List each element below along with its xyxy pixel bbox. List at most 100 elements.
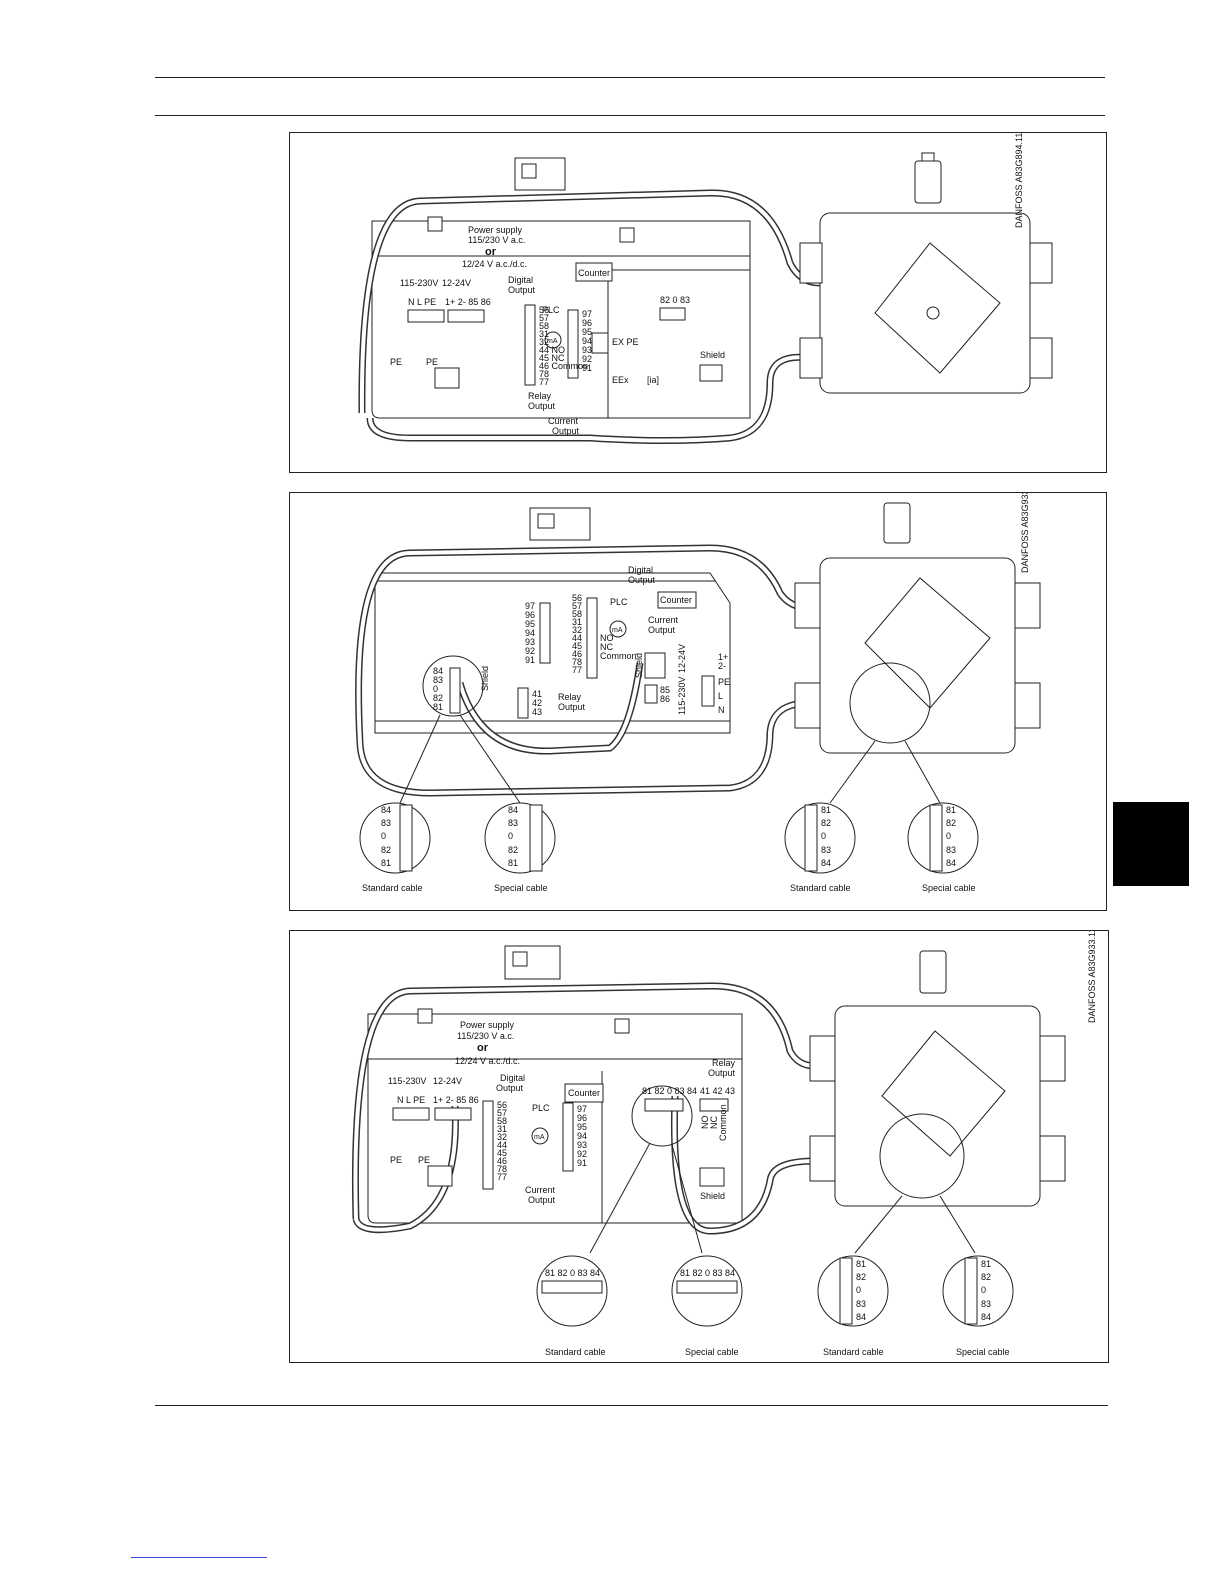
svg-text:78: 78	[572, 657, 582, 667]
cable-sensor-inner	[672, 1095, 816, 1234]
digital-output-line-2: Output	[628, 575, 656, 585]
terminal-labels-b: 56 57 58 31 32 44 45 46 78 77	[572, 593, 582, 675]
power-supply-line-4: 12/24 V a.c./d.c.	[462, 259, 527, 269]
current-output-line-1: Current	[648, 615, 679, 625]
common-label: Common	[718, 1104, 728, 1141]
svg-text:Special cable: Special cable	[494, 883, 548, 893]
wiring-diagram-2: DANFOSS A83G933,10,10.02 Digital Output …	[289, 492, 1107, 911]
mount-tab-left	[427, 216, 443, 232]
converter-housing	[367, 1013, 743, 1224]
ex-pe-terminal	[591, 332, 609, 354]
svg-text:L: L	[718, 691, 723, 701]
sensor-terminal-labels: 84 83 0 82 81	[433, 666, 443, 712]
svg-text:83: 83	[856, 1299, 866, 1309]
power-supply-line-2: 115/230 V a.c.	[457, 1031, 514, 1041]
terminal-block-dc	[447, 309, 485, 323]
svg-text:84: 84	[508, 805, 518, 815]
detail-circle-1: 84 83 0 82 81 Standard cable	[359, 714, 441, 893]
footer-link-underline	[131, 1557, 267, 1558]
plc-label: PLC	[532, 1103, 550, 1113]
svg-text:96: 96	[577, 1113, 587, 1123]
sensor-terminals-label: 81 82 0 83 84	[642, 1086, 697, 1096]
power-supply-or: or	[485, 246, 497, 258]
svg-text:82: 82	[981, 1272, 991, 1282]
svg-text:31: 31	[539, 329, 549, 339]
svg-text:97: 97	[525, 601, 535, 611]
digital-output-line-2: Output	[508, 285, 536, 295]
drawing-code: DANFOSS A83G933.11,10.02	[1087, 931, 1097, 1023]
digital-output-line-1: Digital	[500, 1073, 525, 1083]
common-label: Common	[600, 651, 637, 661]
svg-text:56: 56	[572, 593, 582, 603]
gland-3	[1029, 242, 1053, 284]
junction-board	[874, 242, 1001, 374]
shield-terminal	[699, 1167, 725, 1187]
svg-text:81: 81	[946, 805, 956, 815]
plc-label: PLC	[542, 305, 560, 315]
svg-text:2-: 2-	[718, 661, 726, 671]
supply-ac: 115-230V	[388, 1076, 426, 1086]
svg-text:44: 44	[497, 1140, 507, 1150]
svg-text:0: 0	[946, 831, 951, 841]
terminal-strip-right	[562, 1102, 574, 1172]
power-terminal-labels: 1+ 2- PE L N	[718, 652, 730, 715]
flowmeter-icon	[883, 502, 911, 544]
cable-top-inner	[359, 190, 821, 414]
counter-box	[575, 262, 613, 282]
svg-text:Special cable: Special cable	[922, 883, 976, 893]
svg-text:32: 32	[497, 1132, 507, 1142]
svg-text:84: 84	[821, 858, 831, 868]
converter-display-icon	[537, 513, 555, 529]
svg-text:83: 83	[381, 818, 391, 828]
ma-label: mA	[547, 338, 558, 345]
converter-housing	[374, 572, 731, 734]
svg-text:PE: PE	[718, 677, 730, 687]
svg-text:45: 45	[572, 641, 582, 651]
svg-text:83: 83	[981, 1299, 991, 1309]
shield-terminal	[699, 364, 723, 382]
relay-output-line-2: Output	[528, 401, 556, 411]
svg-text:46: 46	[497, 1156, 507, 1166]
gland-2	[794, 682, 821, 729]
sensor-terminals-label: 82 0 83	[660, 295, 690, 305]
svg-text:31: 31	[572, 617, 582, 627]
cable-bottom-inner	[354, 1105, 458, 1232]
svg-text:82: 82	[821, 818, 831, 828]
relay-output-line-2: Output	[558, 702, 586, 712]
svg-text:Standard cable: Standard cable	[823, 1347, 884, 1357]
gland-4	[1014, 682, 1041, 729]
svg-text:1+: 1+	[718, 652, 728, 662]
mount-tab-right	[619, 227, 635, 243]
converter-housing	[371, 220, 751, 419]
svg-text:91: 91	[525, 655, 535, 665]
power-terminal-strip	[701, 675, 715, 707]
svg-text:84: 84	[946, 858, 956, 868]
svg-text:92: 92	[582, 354, 592, 364]
relay-output-line-1: Relay	[558, 692, 582, 702]
detail-circle-2: 81 82 0 83 84 Special cable	[671, 1144, 743, 1357]
wiring-diagram-2-svg: DANFOSS A83G933,10,10.02 Digital Output …	[355, 493, 1041, 893]
current-output-line-2: Output	[528, 1195, 556, 1205]
svg-text:93: 93	[525, 637, 535, 647]
no-label: NO	[700, 1116, 710, 1130]
terminal-block-power	[392, 1107, 430, 1121]
svg-text:77: 77	[539, 377, 549, 387]
svg-text:93: 93	[577, 1140, 587, 1150]
svg-text:84: 84	[381, 805, 391, 815]
cable-bottom-inner	[358, 701, 811, 796]
counter-label: Counter	[660, 595, 692, 605]
svg-text:95: 95	[577, 1122, 587, 1132]
svg-text:83: 83	[821, 845, 831, 855]
svg-text:0: 0	[856, 1285, 861, 1295]
converter-display-icon	[512, 951, 528, 967]
svg-text:45 NC: 45 NC	[539, 353, 565, 363]
svg-text:82: 82	[381, 845, 391, 855]
digital-output-line-2: Output	[496, 1083, 524, 1093]
svg-text:83: 83	[946, 845, 956, 855]
pe-label: PE	[390, 1155, 402, 1165]
pe-label-2: PE	[418, 1155, 430, 1165]
junction-zoom-circle	[849, 662, 931, 744]
svg-text:84: 84	[856, 1312, 866, 1322]
svg-text:0: 0	[433, 684, 438, 694]
detail-circle-4: 81 82 0 83 84 Special cable	[904, 740, 979, 893]
